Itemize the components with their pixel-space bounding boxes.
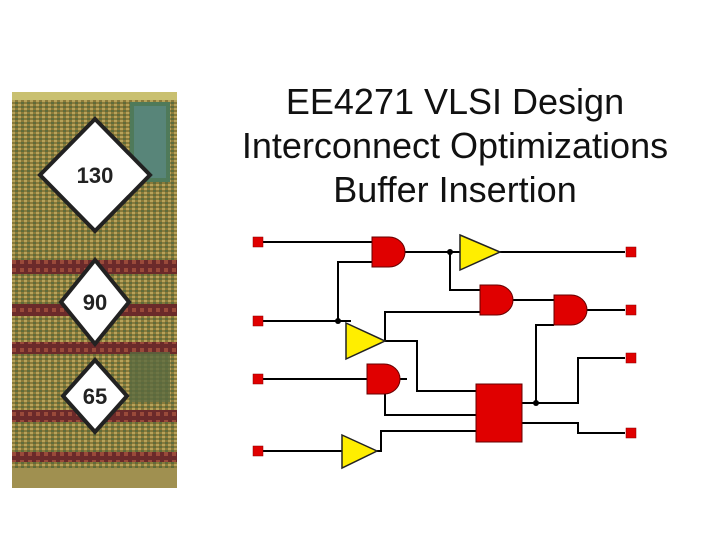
buffer-insertion-circuit-diagram bbox=[252, 233, 637, 470]
junction-dot bbox=[447, 249, 453, 255]
svg-text:90: 90 bbox=[83, 290, 107, 315]
input-pin bbox=[252, 315, 264, 327]
pins bbox=[252, 236, 637, 457]
junction-dot bbox=[533, 400, 539, 406]
input-pin bbox=[252, 373, 264, 385]
node-badge-65: 65 bbox=[60, 356, 130, 436]
svg-text:130: 130 bbox=[77, 163, 114, 188]
logic-block bbox=[475, 383, 523, 443]
output-pin bbox=[625, 427, 637, 439]
and-gate bbox=[553, 294, 588, 326]
title-line-1: EE4271 VLSI Design bbox=[285, 81, 625, 122]
buffer-triangle bbox=[341, 433, 379, 470]
node-badge-90: 90 bbox=[58, 256, 132, 348]
junction-dot bbox=[335, 318, 341, 324]
output-pin bbox=[625, 246, 637, 258]
slide-title: EE4271 VLSI Design Interconnect Optimiza… bbox=[205, 80, 705, 212]
output-pin bbox=[625, 352, 637, 364]
title-line-2: Interconnect Optimizations bbox=[241, 125, 669, 166]
and-gate bbox=[479, 284, 514, 316]
input-pin bbox=[252, 445, 264, 457]
input-pin bbox=[252, 236, 264, 248]
and-gate bbox=[371, 236, 406, 268]
buffer-triangle bbox=[459, 233, 502, 272]
svg-text:65: 65 bbox=[83, 384, 107, 409]
buffer-triangle bbox=[345, 321, 387, 361]
title-line-3: Buffer Insertion bbox=[333, 169, 577, 210]
node-badge-130: 130 bbox=[37, 116, 153, 234]
and-gate bbox=[366, 363, 401, 395]
wires bbox=[262, 241, 625, 452]
chip-die-image: 130 90 65 bbox=[12, 92, 177, 488]
output-pin bbox=[625, 304, 637, 316]
